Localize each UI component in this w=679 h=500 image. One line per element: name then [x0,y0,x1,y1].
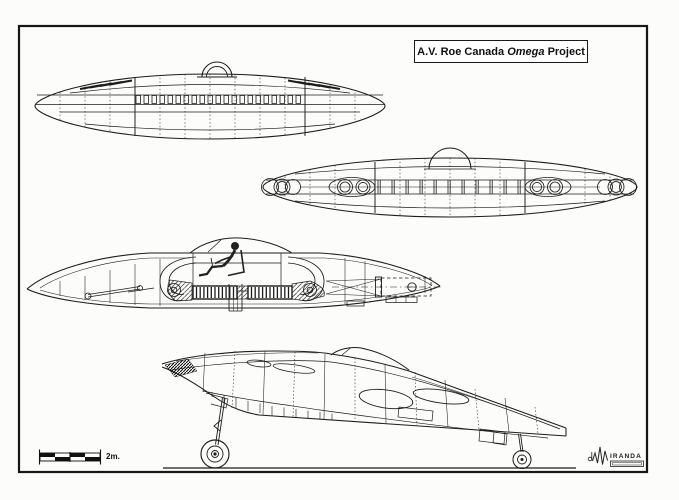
side-upper-outline [161,350,567,429]
intake-duct-left [159,256,197,302]
belly-pod-rear [412,388,470,405]
rear-outline [262,157,638,218]
scale-bar [38,449,102,465]
cockpit-canopy [189,237,293,292]
nose-actuator [84,285,155,300]
title-suffix: Project [547,45,585,58]
scale-label: 2m. [106,452,120,461]
plan-outline [34,73,386,140]
nozzle-pods [328,177,572,197]
title-box: A.V. Roe Canada Omega Project [414,40,588,63]
rear-view-drawing [261,147,638,218]
plan-vent-row [135,95,301,104]
front-landing-gear [200,392,230,469]
pilot-figure [198,242,245,277]
nose-louver-patch [164,358,198,378]
sheet-frame [17,24,649,474]
belly-panel [397,406,434,422]
title-emphasis: Omega [507,45,545,58]
cutaway-view-drawing [26,237,442,312]
signature-cartouche [610,460,644,467]
upper-slot-large [272,363,316,374]
cutaway-lower-outline [26,285,441,309]
wingtip-pods [261,178,637,196]
side-rib-lines [202,350,539,434]
side-canopy [330,347,410,371]
engine-grille-right [247,285,293,300]
cutaway-upper-outline [26,252,441,290]
nozzle-ladder [377,180,521,194]
belly-pod-front [358,388,414,410]
canopy-dome [424,147,476,170]
plan-view-drawing [34,61,386,140]
title-prefix: A.V. Roe Canada [417,45,505,58]
side-view-drawing [161,347,576,470]
signature-cartouche-inner [612,462,642,466]
canopy-handle [197,61,237,78]
intake-duct-right [287,256,325,302]
tip-intake-slots [79,79,341,91]
tail-assembly [325,276,442,303]
engine-grille-left [192,285,238,300]
ventral-notch [346,300,365,307]
miranda-monogram-icon [587,446,644,467]
signature-letters: IRANDA [610,452,642,460]
rear-landing-gear [478,428,532,470]
center-pylon [228,284,243,312]
upper-slot-small [246,359,272,368]
engine-hatch-mid [236,285,249,300]
